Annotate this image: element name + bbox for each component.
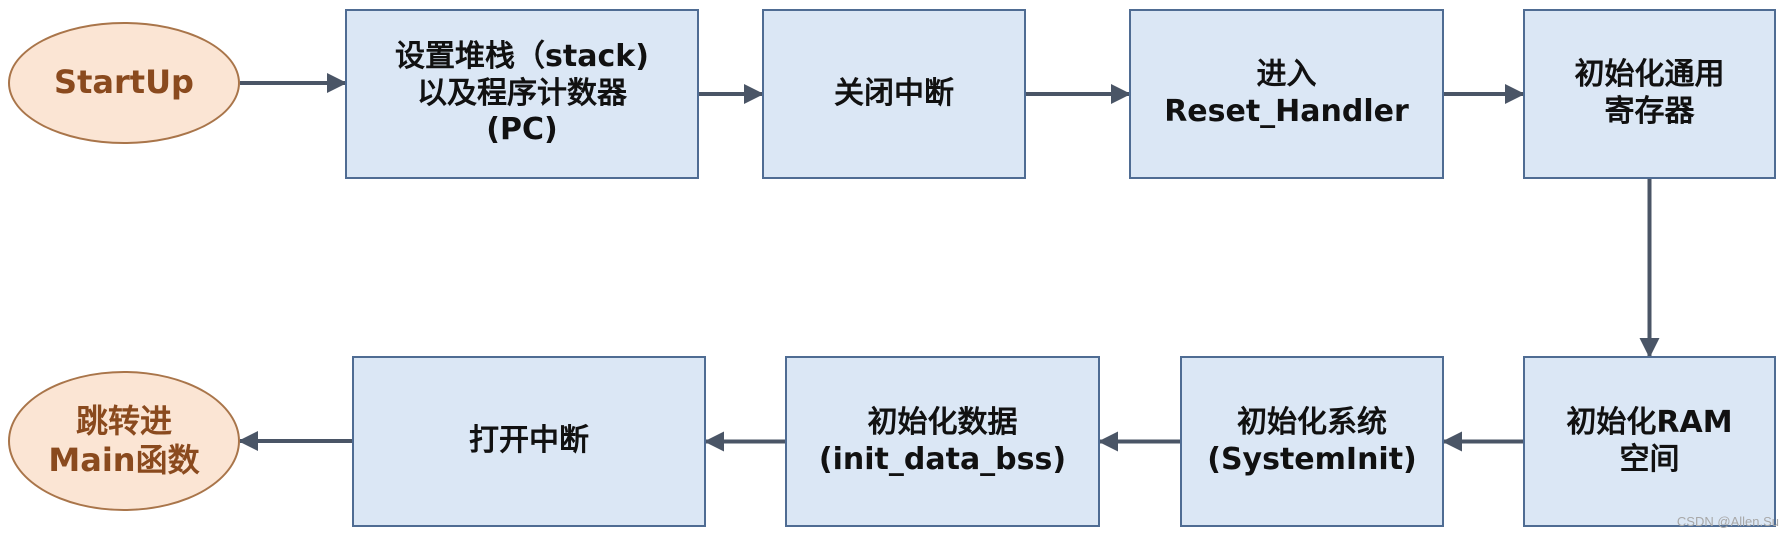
init-system-step: 初始化系统(SystemInit) (1180, 356, 1444, 527)
node-label-line: (SystemInit) (1207, 441, 1417, 477)
node-label-line: 打开中断 (469, 423, 589, 459)
node-label-line: StartUp (54, 63, 194, 102)
node-label-line: 关闭中断 (834, 75, 954, 111)
watermark: CSDN @Allen.Su (1676, 514, 1779, 529)
node-label-line: (init_data_bss) (818, 441, 1067, 477)
node-label-line: 设置堆栈（stack) (395, 39, 649, 75)
node-label-line: 初始化通用 (1574, 57, 1725, 93)
node-label-line: (PC) (486, 112, 558, 148)
node-label-line: 初始化数据 (867, 404, 1018, 440)
node-label-line: Reset_Handler (1164, 94, 1409, 129)
init-data-step: 初始化数据(init_data_bss) (785, 356, 1100, 527)
disable-interrupts-step: 关闭中断 (762, 9, 1026, 179)
node-label-line: 以及程序计数器 (417, 75, 627, 111)
startup-terminal: StartUp (8, 22, 240, 144)
init-general-registers-step: 初始化通用寄存器 (1523, 9, 1776, 179)
node-label-line: 寄存器 (1604, 94, 1695, 129)
node-label-line: 跳转进 (75, 401, 172, 440)
set-stack-pc-step: 设置堆栈（stack)以及程序计数器(PC) (345, 9, 699, 179)
node-label-line: Main函数 (48, 441, 200, 479)
node-label-line: 空间 (1619, 441, 1680, 477)
node-label-line: 初始化RAM (1566, 404, 1733, 440)
node-label-line: 初始化系统 (1237, 404, 1387, 440)
enable-interrupts-step: 打开中断 (352, 356, 706, 527)
node-label-line: 进入 (1256, 57, 1317, 93)
